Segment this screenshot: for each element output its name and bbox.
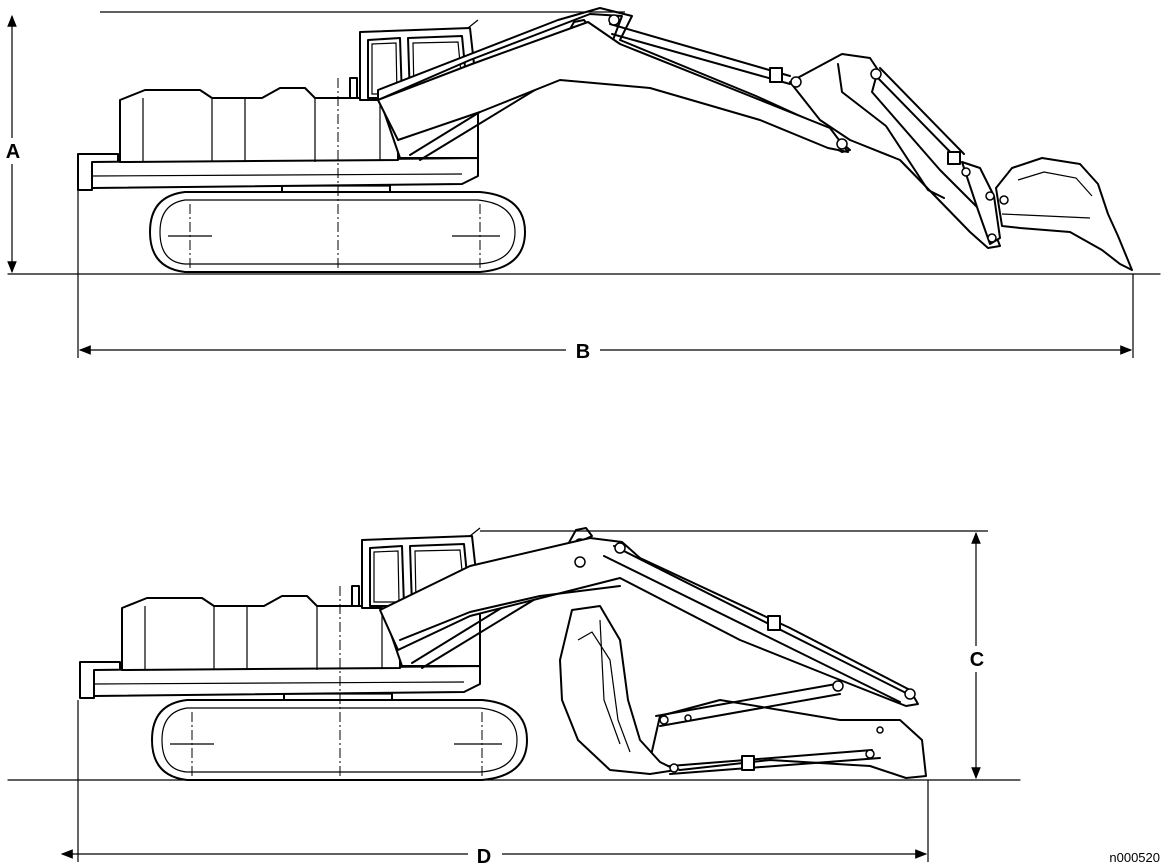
- dimension-label-d: D: [477, 846, 491, 864]
- drawing-code: n000520: [1109, 850, 1160, 864]
- dimension-label-b: B: [576, 341, 590, 363]
- excavator-bottom-boom: [379, 537, 927, 779]
- dimension-label-a: A: [6, 141, 20, 163]
- excavator-top-view: [77, 7, 1133, 276]
- dimension-label-c: C: [970, 649, 984, 671]
